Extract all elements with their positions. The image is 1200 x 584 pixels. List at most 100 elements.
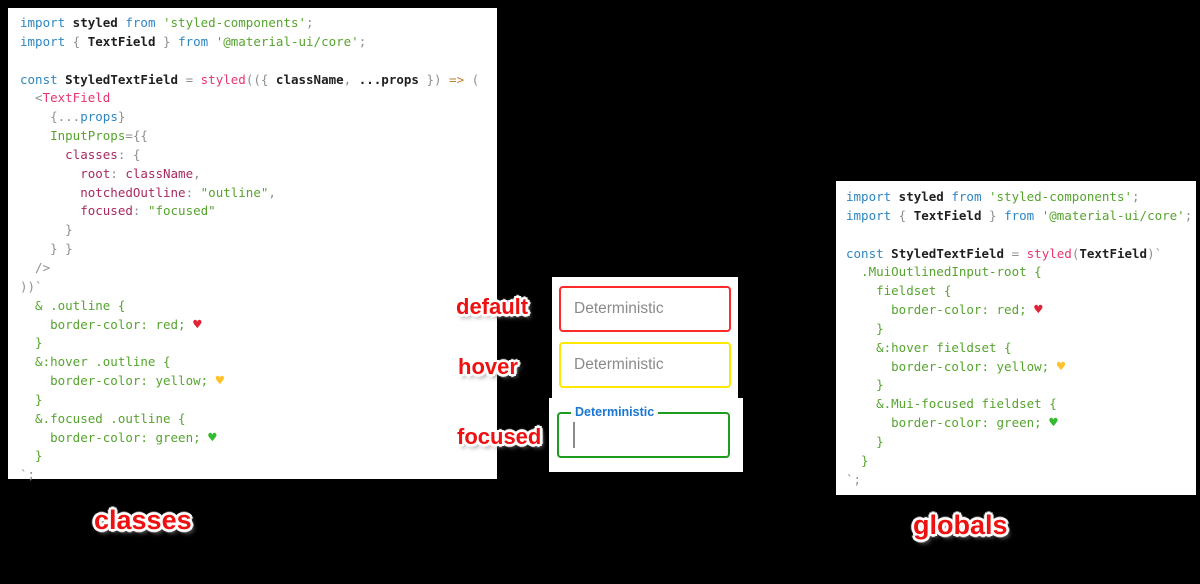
code-line: import { TextField } from '@material-ui/… — [846, 207, 1196, 226]
code-line — [846, 226, 1196, 245]
code-token: } — [20, 335, 43, 351]
code-token: className — [275, 71, 344, 87]
code-token: => — [449, 71, 465, 87]
code-line: const StyledTextField = styled(TextField… — [846, 245, 1196, 264]
code-token: } — [846, 377, 884, 393]
code-token: : — [110, 165, 126, 181]
code-line: import styled from 'styled-components'; — [846, 188, 1196, 207]
code-token: notchedOutline — [20, 184, 186, 200]
red-heart-icon: ♥ — [1034, 302, 1043, 319]
code-line: InputProps={{ — [20, 127, 497, 146]
code-token: '@material-ui/core' — [1034, 207, 1185, 223]
code-token: border-color: yellow; — [846, 358, 1057, 374]
code-token: styled — [193, 71, 246, 87]
code-panel-classes: import styled from 'styled-components';i… — [8, 8, 497, 482]
code-token: TextField — [42, 90, 111, 106]
code-token: { — [891, 207, 907, 223]
code-token: } — [155, 33, 171, 49]
code-token: { — [65, 33, 81, 49]
code-token: } — [846, 452, 869, 468]
code-line: import { TextField } from '@material-ui/… — [20, 33, 497, 52]
code-token: const — [20, 71, 58, 87]
code-token: "focused" — [147, 203, 216, 219]
code-token: &:hover .outline { — [20, 354, 171, 370]
code-token: }) — [418, 71, 450, 87]
textfield-hover[interactable]: Deterministic — [559, 342, 731, 388]
code-line: &.focused .outline { — [20, 410, 497, 429]
code-token: StyledTextField — [883, 245, 1005, 261]
code-token: border-color: yellow; — [20, 373, 216, 389]
code-token: focused — [20, 203, 133, 219]
code-token: < — [20, 90, 43, 106]
code-line: border-color: yellow; ♥ — [846, 358, 1196, 377]
code-token: } — [117, 109, 126, 125]
code-token: TextField — [80, 33, 156, 49]
code-token: .MuiOutlinedInput-root { — [846, 264, 1042, 280]
code-line: } — [846, 452, 1196, 471]
code-token: : — [185, 184, 201, 200]
code-token: from — [117, 15, 156, 30]
code-token: from — [170, 33, 209, 49]
code-token: ( — [464, 71, 480, 87]
red-heart-icon: ♥ — [193, 316, 202, 333]
code-token: (({ — [245, 71, 276, 87]
code-token: '@material-ui/core' — [208, 33, 359, 49]
code-token: StyledTextField — [57, 71, 179, 87]
code-line: border-color: green; ♥ — [20, 429, 497, 448]
code-line: root: className, — [20, 165, 497, 184]
code-token: props — [80, 109, 118, 125]
code-token: border-color: red; — [20, 316, 194, 332]
code-token: = — [1004, 245, 1020, 261]
yellow-heart-icon: ♥ — [215, 373, 225, 390]
code-token: const — [846, 245, 884, 261]
code-token: ; — [1184, 207, 1193, 223]
caption-focused: focused — [457, 424, 542, 449]
code-token: ; — [1132, 189, 1140, 204]
code-token: InputProps — [20, 128, 126, 144]
code-token: from — [996, 207, 1035, 223]
code-token: import — [846, 207, 892, 223]
code-token: : { — [117, 146, 141, 162]
code-line: &:hover .outline { — [20, 353, 497, 372]
code-token: `; — [846, 471, 862, 487]
code-token: TextField — [906, 207, 982, 223]
code-token: import — [846, 189, 892, 204]
code-token: styled — [891, 189, 944, 204]
code-line: & .outline { — [20, 297, 497, 316]
code-token: , — [268, 184, 276, 200]
code-token: & .outline { — [20, 297, 126, 313]
code-line: focused: "focused" — [20, 202, 497, 221]
code-line: border-color: green; ♥ — [846, 414, 1196, 433]
code-line: <TextField — [20, 89, 497, 108]
code-token: } — [20, 222, 73, 238]
code-line: /> — [20, 259, 497, 278]
code-token: } — [981, 207, 997, 223]
code-token: } } — [20, 241, 73, 257]
caption-hover: hover — [458, 354, 518, 379]
green-heart-icon: ♥ — [1049, 415, 1058, 432]
code-line — [20, 52, 497, 71]
code-token: border-color: green; — [846, 415, 1050, 431]
code-line: } — [846, 320, 1196, 339]
caption-default: default — [456, 294, 529, 319]
code-token: ...props — [358, 71, 419, 87]
textfield-focused-label: Deterministic — [571, 405, 659, 420]
code-token: , — [343, 71, 359, 87]
code-line: } } — [20, 240, 497, 259]
code-token: ; — [306, 15, 314, 30]
code-line: notchedOutline: "outline", — [20, 184, 497, 203]
code-token: TextField — [1079, 245, 1148, 261]
code-line: ))` — [20, 278, 497, 297]
code-token: } — [20, 391, 43, 407]
textfield-focused[interactable]: Deterministic — [557, 405, 730, 458]
code-line: } — [20, 391, 497, 410]
code-token: ={{ — [125, 128, 148, 144]
code-line: border-color: red; ♥ — [846, 301, 1196, 320]
code-token: , — [193, 165, 201, 181]
code-line: border-color: yellow; ♥ — [20, 372, 497, 391]
code-token: "outline" — [200, 184, 269, 200]
code-token: &:hover fieldset { — [846, 339, 1012, 355]
textfield-default[interactable]: Deterministic — [559, 286, 731, 332]
code-token: import — [20, 15, 66, 30]
code-token: ( — [1071, 245, 1080, 261]
